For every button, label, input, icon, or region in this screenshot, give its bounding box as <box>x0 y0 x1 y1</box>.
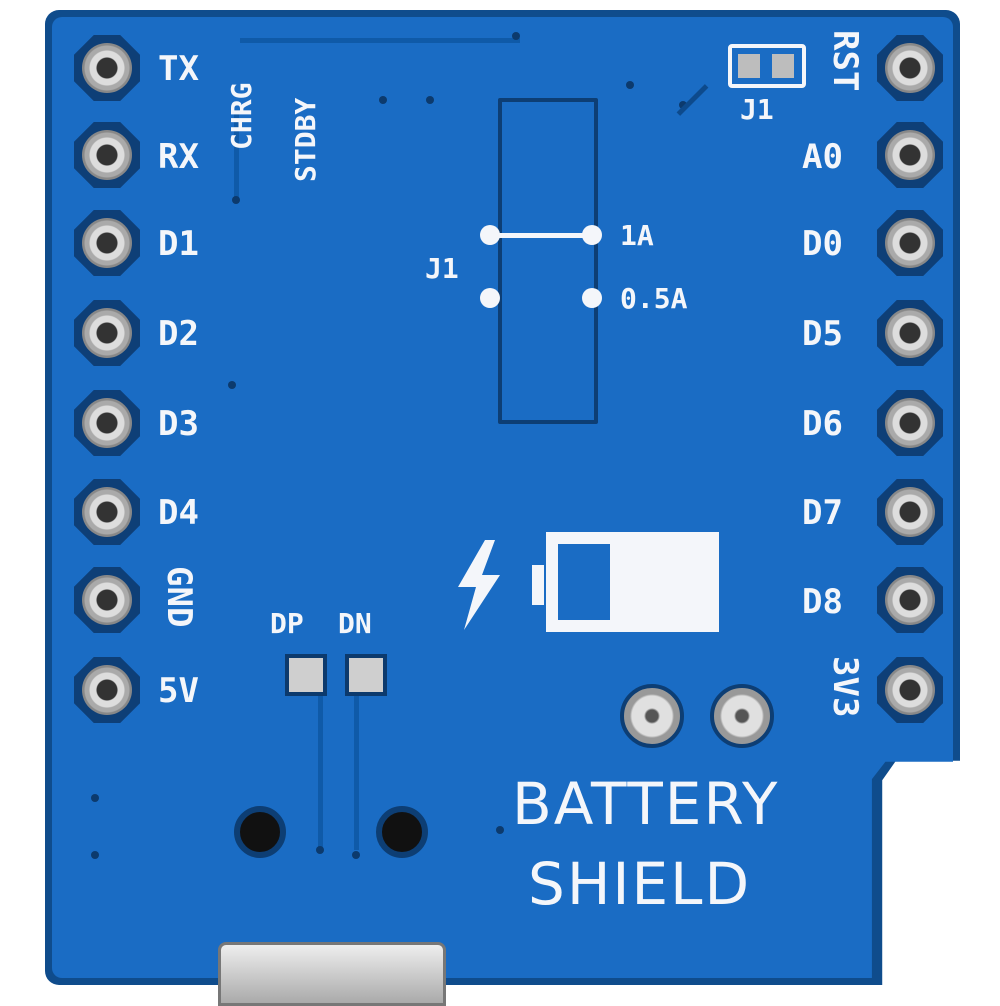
label-rx: RX <box>158 137 199 177</box>
jumper-footprint <box>498 98 598 424</box>
pin-d2 <box>74 300 140 366</box>
label-1a: 1A <box>620 219 654 252</box>
label-d5: D5 <box>802 314 843 354</box>
label-tx: TX <box>158 49 199 89</box>
label-j1-mid: J1 <box>425 252 459 285</box>
jumper-pad <box>772 54 794 78</box>
label-gnd: GND <box>159 566 199 628</box>
label-j1-top: J1 <box>740 93 774 126</box>
pin-rst <box>877 35 943 101</box>
pin-d8 <box>877 567 943 633</box>
pin-d7 <box>877 479 943 545</box>
label-chrg: CHRG <box>225 82 258 150</box>
jumper-outline <box>728 44 806 88</box>
label-a0: A0 <box>802 137 843 177</box>
pin-tx <box>74 35 140 101</box>
lightning-icon <box>458 540 500 630</box>
via <box>232 196 240 204</box>
label-d6: D6 <box>802 404 843 444</box>
jumper-dot <box>480 225 500 245</box>
label-d1: D1 <box>158 224 199 264</box>
mounting-screw <box>710 684 774 748</box>
pad-dn <box>345 654 387 696</box>
mounting-hole <box>376 806 428 858</box>
label-stdby: STDBY <box>289 97 322 182</box>
pcb-board <box>52 17 953 978</box>
pin-d0 <box>877 210 943 276</box>
pin-d3 <box>74 390 140 456</box>
jumper-pad <box>738 54 760 78</box>
pin-3v3 <box>877 657 943 723</box>
pad-dp <box>285 654 327 696</box>
label-dp: DP <box>270 607 304 640</box>
trace <box>318 660 323 850</box>
jumper-dot <box>582 288 602 308</box>
jumper-dot <box>582 225 602 245</box>
label-d0: D0 <box>802 224 843 264</box>
via <box>91 851 99 859</box>
title-battery: BATTERY <box>512 770 780 838</box>
via <box>352 851 360 859</box>
label-d8: D8 <box>802 582 843 622</box>
pin-a0 <box>877 122 943 188</box>
pin-d6 <box>877 390 943 456</box>
title-shield: SHIELD <box>528 850 752 918</box>
trace <box>240 38 520 43</box>
via <box>316 846 324 854</box>
pin-gnd <box>74 567 140 633</box>
trace <box>354 660 359 850</box>
label-d2: D2 <box>158 314 199 354</box>
trace <box>234 110 239 202</box>
label-3v3: 3V3 <box>825 656 865 718</box>
label-d7: D7 <box>802 493 843 533</box>
label-d4: D4 <box>158 493 199 533</box>
via <box>228 381 236 389</box>
via <box>512 32 520 40</box>
pin-d5 <box>877 300 943 366</box>
pin-d1 <box>74 210 140 276</box>
pin-5v <box>74 657 140 723</box>
pin-rx <box>74 122 140 188</box>
via <box>426 96 434 104</box>
jumper-bridge <box>488 233 592 238</box>
mounting-hole <box>234 806 286 858</box>
pin-d4 <box>74 479 140 545</box>
label-05a: 0.5A <box>620 282 688 315</box>
via <box>91 794 99 802</box>
label-d3: D3 <box>158 404 199 444</box>
jumper-dot <box>480 288 500 308</box>
label-5v: 5V <box>158 671 199 711</box>
via <box>626 81 634 89</box>
battery-charging-icon <box>458 532 719 632</box>
label-rst: RST <box>825 30 865 92</box>
via <box>379 96 387 104</box>
via <box>496 826 504 834</box>
micro-usb-connector[interactable] <box>218 942 446 1006</box>
label-dn: DN <box>338 607 372 640</box>
mounting-screw <box>620 684 684 748</box>
